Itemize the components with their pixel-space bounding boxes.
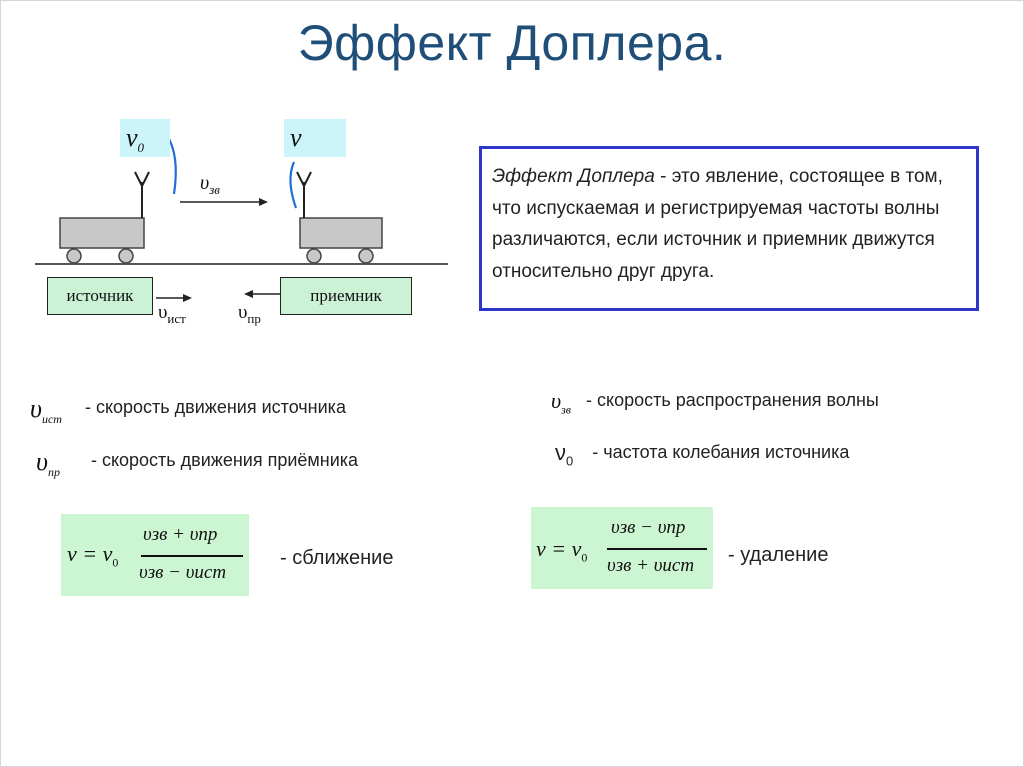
formula-recede-box: ν = ν0 υзв − υпр υзв + υист [531,507,713,589]
source-speed-subscript: ист [167,310,186,326]
legend-source-frequency-text: - частота колебания источника [592,442,850,462]
formula-approach-box: ν = ν0 υзв + υпр υзв − υист [61,514,249,596]
doppler-diagram: ν0 ν υзв источник приемник υист υпр [30,110,460,340]
definition-text: - это явление, состоящее в том, что испу… [492,166,943,282]
formula-approach-fraction-bar [141,555,243,557]
source-speed-label: υист [158,302,186,327]
receiver-cart-wheel-left [306,248,322,264]
wave-speed-label: υзв [200,172,220,198]
legend-wave-speed: υзв - скорость распространения волны [551,388,879,417]
source-antenna-left [134,171,143,187]
receiver-antenna-right [303,171,312,187]
source-label-box: источник [47,277,153,315]
wave-arc-receiver [289,161,298,209]
formula-recede-numerator: υзв − υпр [611,517,686,538]
legend-source-speed: υист - скорость движения источника [30,394,346,427]
source-speed-symbol: υ [158,302,168,323]
legend-source-frequency: ν0 - частота колебания источника [555,440,849,469]
formula-recede-fraction-bar [607,548,707,550]
emitted-frequency-symbol: ν [126,123,138,152]
receiver-antenna-left [296,171,305,187]
formula-approach-denominator: υзв − υист [139,562,227,583]
source-antenna-right [141,171,150,187]
receiver-speed-subscript: пр [247,310,261,326]
receiver-label: приемник [310,286,382,305]
formula-approach-caption: - сближение [280,547,394,569]
legend-receiver-speed-text: - скорость движения приёмника [90,450,359,470]
source-cart [59,217,145,249]
formula-recede-denominator: υзв + υист [607,555,695,576]
source-cart-wheel-left [66,248,82,264]
receiver-label-box: приемник [280,277,412,315]
definition-box: Эффект Доплера - это явление, состоящее … [479,146,979,311]
formula-approach-lhs: ν = ν0 [67,541,119,570]
receiver-cart-wheel-right [358,248,374,264]
source-speed-arrow-head [183,294,192,302]
formula-approach-numerator: υзв + υпр [143,524,218,545]
definition-term: Эффект Доплера [492,166,655,187]
legend-wave-speed-text: - скорость распространения волны [586,390,879,410]
receiver-cart [299,217,383,249]
legend-receiver-speed: υпр - скорость движения приёмника [36,447,358,480]
source-label: источник [66,286,134,305]
legend-source-speed-text: - скорость движения источника [84,397,346,417]
diagram-drawing [35,133,448,302]
source-cart-wheel-right [118,248,134,264]
receiver-speed-label: υпр [238,302,261,327]
wave-speed-symbol: υ [200,172,210,194]
formula-recede-caption: - удаление [728,544,829,566]
slide-title: Эффект Доплера. [297,15,727,71]
legend-wave-speed-symbol: υзв [551,388,571,417]
receiver-speed-symbol: υ [238,302,248,323]
received-frequency-box: ν [284,119,346,157]
emitted-frequency-subscript: 0 [137,140,145,156]
formula-recede-lhs: ν = ν0 [536,536,588,565]
wave-speed-subscript: зв [209,182,220,197]
wave-speed-arrow-head [259,198,268,206]
legend-receiver-speed-symbol: υпр [36,447,60,480]
received-frequency-symbol: ν [290,123,302,152]
receiver-speed-arrow-head [244,290,253,298]
legend-source-speed-symbol: υист [30,394,62,427]
emitted-frequency-box: ν0 [120,119,170,157]
legend-source-frequency-symbol: ν0 [555,440,574,469]
